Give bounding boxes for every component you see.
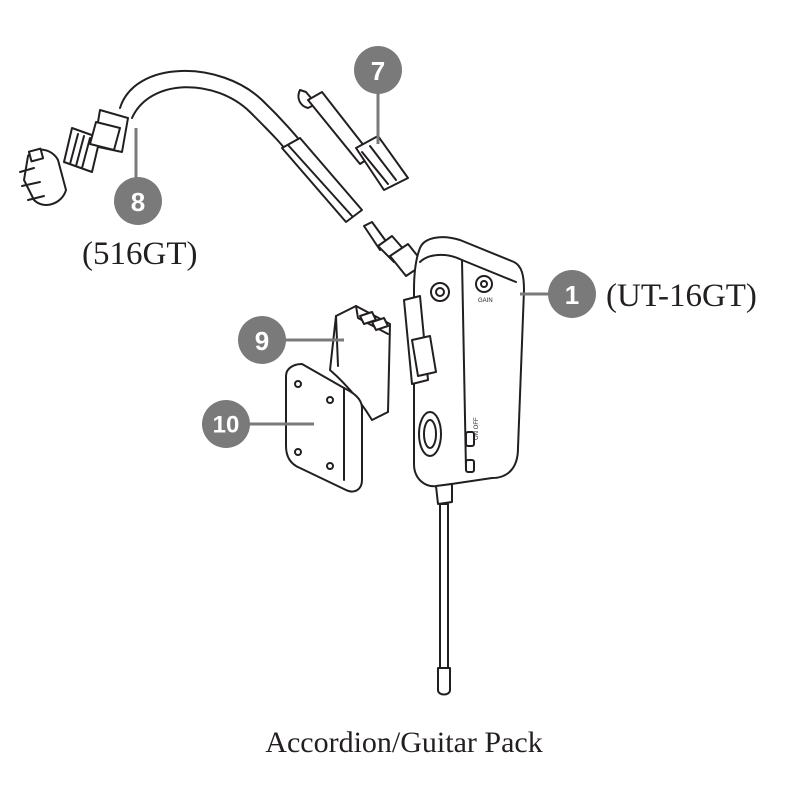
callout-number-8: 8 bbox=[131, 187, 145, 217]
leader-lines bbox=[134, 92, 552, 426]
gain-label: GAIN bbox=[478, 298, 493, 304]
callout-7: 7 bbox=[354, 46, 402, 94]
model-label-516gt: (516GT) bbox=[82, 236, 197, 272]
callout-1: 1 (UT-16GT) bbox=[548, 270, 757, 318]
mounting-plate bbox=[285, 363, 363, 493]
power-switch-label: ON OFF bbox=[474, 417, 480, 440]
callout-badge bbox=[202, 400, 250, 448]
callout-badge bbox=[548, 270, 596, 318]
callout-number-1: 1 bbox=[565, 280, 579, 310]
diagram-caption: Accordion/Guitar Pack bbox=[265, 726, 542, 759]
callout-number-9: 9 bbox=[255, 326, 269, 356]
callout-badge bbox=[354, 46, 402, 94]
callout-10: 10 bbox=[202, 400, 250, 448]
callout-number-7: 7 bbox=[371, 56, 385, 86]
callout-8: 8 (516GT) bbox=[82, 177, 197, 272]
callout-9: 9 bbox=[238, 316, 286, 364]
adapter-plug bbox=[297, 89, 409, 191]
gooseneck-microphone bbox=[19, 70, 363, 223]
model-label-ut-16gt: (UT-16GT) bbox=[606, 278, 757, 314]
transmitter-body: GAIN ON OFF bbox=[363, 221, 525, 696]
callout-badge bbox=[238, 316, 286, 364]
callout-badge bbox=[114, 177, 162, 225]
callout-number-10: 10 bbox=[213, 412, 240, 439]
